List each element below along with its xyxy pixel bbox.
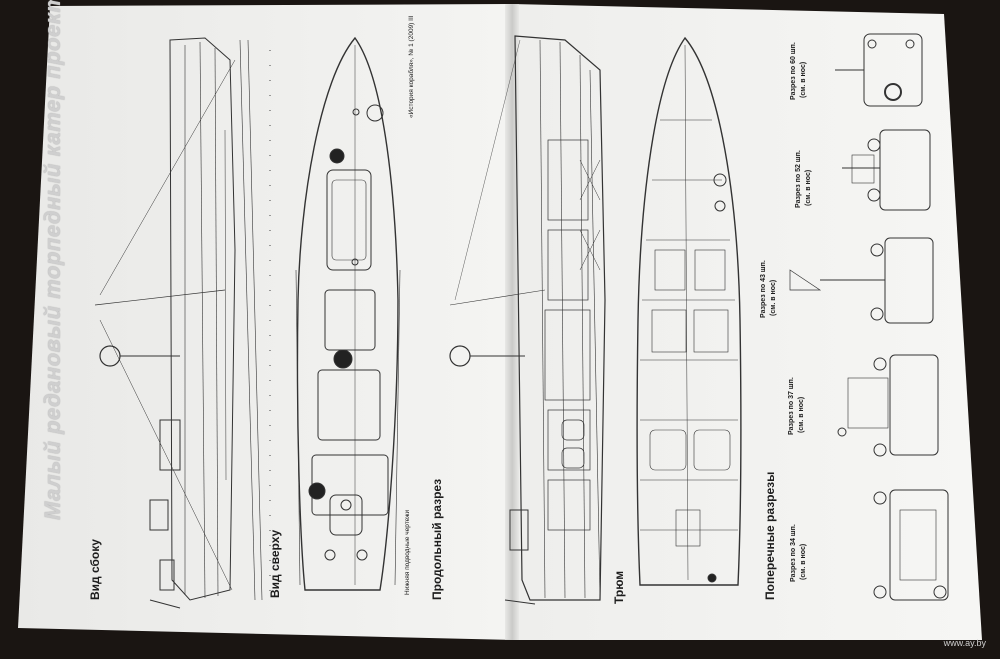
cross-sections-label: Поперечные разрезы: [763, 471, 777, 600]
hold-label: Трюм: [612, 570, 626, 604]
cross-section-60: [835, 33, 923, 107]
top-view-drawing: [295, 36, 401, 591]
cross-section-43: [789, 237, 934, 324]
section-60-note: (см. в нос): [800, 61, 807, 98]
section-52-title: Разрез по 52 шп.: [795, 150, 802, 208]
section-60-title: Разрез по 60 шп.: [790, 42, 797, 100]
longitudinal-section-label: Продольный разрез: [430, 478, 444, 600]
drawing-note: Нижняя подводные чертежи: [404, 509, 411, 595]
section-43-title: Разрез по 43 шп.: [760, 260, 767, 318]
section-37-note: (см. в нос): [798, 396, 805, 433]
section-43-note: (см. в нос): [770, 279, 777, 316]
cross-section-37: [837, 354, 939, 457]
section-37-title: Разрез по 37 шп.: [788, 377, 795, 435]
section-34-note: (см. в нос): [800, 543, 807, 580]
watermark: www.ay.by: [943, 638, 986, 648]
center-fold: [505, 4, 519, 640]
cross-section-34: [873, 489, 949, 601]
longitudinal-section-drawing: [449, 35, 606, 605]
side-view-drawing: [94, 37, 263, 609]
right-page: [512, 4, 982, 640]
cross-section-52: [842, 129, 931, 211]
side-view-label: Вид сбоку: [88, 539, 102, 600]
top-view-label: Вид сверху: [268, 529, 282, 598]
poster-title: Малый редановый торпедный катер проекта …: [40, 0, 65, 520]
credit-text: «История корабля», № 1 (2009) III: [408, 15, 415, 118]
section-52-note: (см. в нос): [805, 169, 812, 206]
section-34-title: Разрез по 34 шп.: [790, 524, 797, 582]
hold-plan-drawing: [636, 36, 742, 586]
